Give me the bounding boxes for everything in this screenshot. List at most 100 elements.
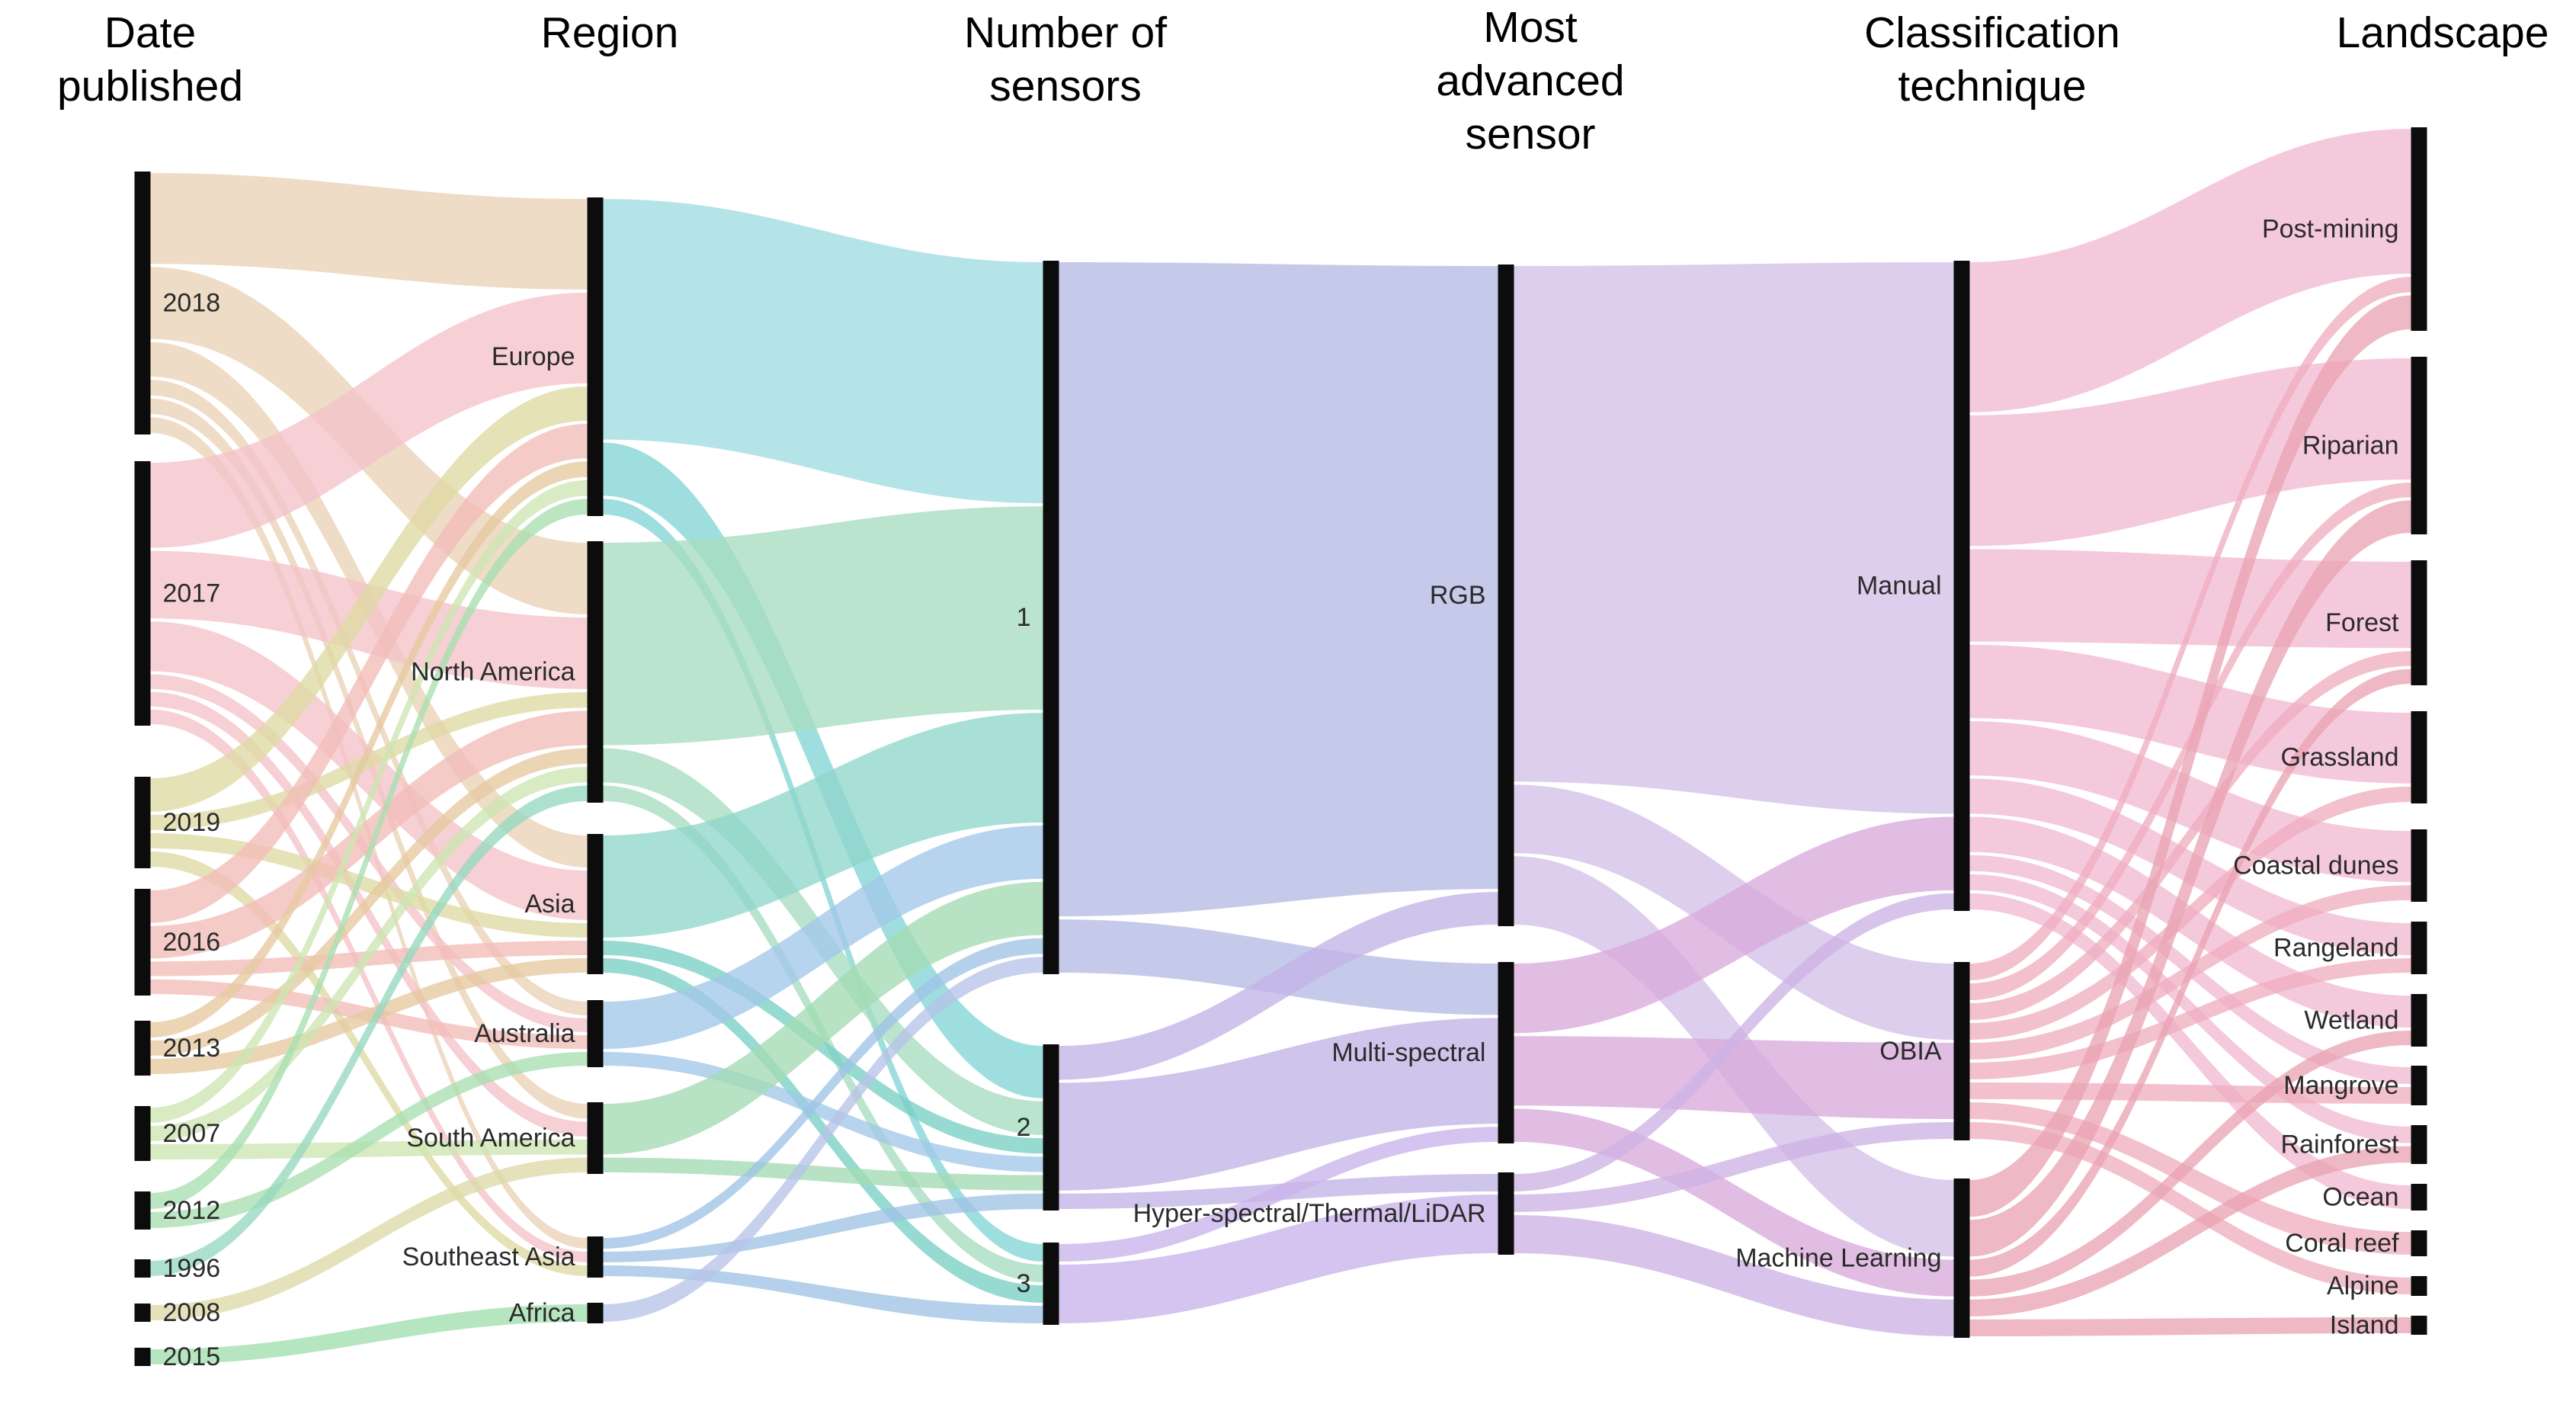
flow-2007-to-Europe (150, 479, 588, 1123)
node-label-2017: 2017 (163, 579, 221, 608)
node-Australia (587, 1000, 604, 1067)
node-2012 (134, 1191, 151, 1230)
node-label-1996: 1996 (163, 1254, 221, 1283)
flow-2017-to-Southeast Asia (150, 709, 588, 1262)
node-label-South America: South America (406, 1124, 575, 1153)
flow-1-to-RGB (1059, 262, 1498, 917)
node-Machine Learning (1953, 1178, 1970, 1338)
node-RGB (1498, 265, 1514, 926)
node-Rainforest (2411, 1125, 2427, 1164)
node-label-2007: 2007 (163, 1119, 221, 1148)
flow-Australia-to-1 (603, 825, 1043, 1049)
flow-2017-to-North America (150, 550, 588, 689)
column-title-landscape: Landscape (2337, 8, 2549, 57)
node-Coastal dunes (2411, 829, 2427, 902)
flow-OBIA-to-Rangeland (1969, 958, 2411, 1079)
node-label-Asia: Asia (524, 890, 575, 919)
node-label-Coral reef: Coral reef (2285, 1229, 2399, 1258)
node-2019 (134, 777, 151, 868)
flow-OBIA-to-Alpine (1969, 1122, 2411, 1294)
flow-Southeast Asia-to-2 (603, 1193, 1043, 1262)
node-2007 (134, 1106, 151, 1161)
flow-Europe-to-2 (603, 442, 1043, 1098)
flow-RGB-to-Manual (1514, 262, 1954, 814)
flow-2007-to-South America (150, 1140, 588, 1159)
flow-2012-to-Europe (150, 499, 588, 1209)
flow-North America-to-1 (603, 506, 1043, 746)
flow-OBIA-to-Forest (1969, 651, 2411, 1020)
node-label-Manual: Manual (1857, 572, 1942, 601)
node-label-Australia: Australia (474, 1019, 575, 1048)
node-Coral reef (2411, 1230, 2427, 1256)
flow-2008-to-South America (150, 1157, 588, 1320)
flow-Machine Learning-to-Rainforest (1969, 1146, 2411, 1316)
flow-South America-to-2 (603, 1157, 1043, 1191)
node-label-2016: 2016 (163, 928, 221, 957)
flow-3-to-Hyper-spectral/Thermal/LiDAR (1059, 1195, 1498, 1323)
flow-OBIA-to-Grassland (1969, 786, 2411, 1040)
flow-Machine Learning-to-Riparian (1969, 500, 2411, 1257)
node-Forest (2411, 560, 2427, 685)
node-label-Coastal dunes: Coastal dunes (2233, 851, 2398, 880)
flow-2018-to-Europe (150, 173, 588, 290)
flow-Manual-to-Coastal dunes (1969, 721, 2411, 883)
node-Africa (587, 1303, 604, 1323)
flow-Southeast Asia-to-3 (603, 1265, 1043, 1323)
node-Southeast Asia (587, 1236, 604, 1278)
node-North America (587, 541, 604, 803)
flow-Asia-to-1 (603, 713, 1043, 938)
flow-2013-to-Asia (150, 958, 588, 1074)
flow-South America-to-1 (603, 881, 1043, 1155)
labels-layer: 2018201720192016201320072012199620082015… (163, 215, 2400, 1372)
flow-Multi-spectral-to-OBIA (1514, 1036, 1954, 1119)
node-2017 (134, 461, 151, 726)
node-2015 (134, 1348, 151, 1366)
flow-OBIA-to-Coral reef (1969, 1102, 2411, 1255)
node-label-3: 3 (1017, 1269, 1031, 1298)
node-South America (587, 1102, 604, 1174)
node-label-2013: 2013 (163, 1034, 221, 1063)
flow-Asia-to-2 (603, 941, 1043, 1154)
flow-Manual-to-Ocean (1969, 893, 2411, 1209)
node-label-Grassland: Grassland (2281, 743, 2399, 772)
node-Hyper-spectral/Thermal/LiDAR (1498, 1172, 1514, 1255)
flow-Hyper-spectral/Thermal/LiDAR-to-Manual (1514, 893, 1954, 1191)
node-2 (1043, 1044, 1059, 1211)
flow-Hyper-spectral/Thermal/LiDAR-to-Machine Learning (1514, 1215, 1954, 1336)
flow-2007-to-North America (150, 767, 588, 1141)
node-label-Riparian: Riparian (2302, 431, 2399, 460)
node-Alpine (2411, 1276, 2427, 1296)
flow-Multi-spectral-to-Machine Learning (1514, 1108, 1954, 1297)
node-3 (1043, 1243, 1059, 1325)
node-label-2008: 2008 (163, 1298, 221, 1327)
flow-Manual-to-Rainforest (1969, 874, 2411, 1143)
flow-3-to-Multi-spectral (1059, 1127, 1498, 1262)
node-label-2019: 2019 (163, 808, 221, 837)
node-label-Machine Learning: Machine Learning (1735, 1244, 1941, 1273)
flow-2-to-RGB (1059, 892, 1498, 1080)
flow-Machine Learning-to-Post-mining (1969, 295, 2411, 1217)
flow-Southeast Asia-to-1 (603, 938, 1043, 1249)
node-label-2018: 2018 (163, 289, 221, 318)
node-label-Southeast Asia: Southeast Asia (402, 1243, 575, 1271)
flow-Australia-to-2 (603, 1052, 1043, 1172)
node-label-North America: North America (411, 658, 575, 687)
node-label-1: 1 (1017, 603, 1031, 632)
node-label-Island: Island (2330, 1311, 2399, 1340)
flow-Asia-to-3 (603, 958, 1043, 1303)
node-label-Rainforest: Rainforest (2281, 1130, 2400, 1159)
node-Rangeland (2411, 922, 2427, 974)
node-label-Ocean: Ocean (2322, 1183, 2398, 1212)
flow-2016-to-North America (150, 710, 588, 959)
flow-Multi-spectral-to-Manual (1514, 816, 1954, 1034)
node-label-Rangeland: Rangeland (2273, 934, 2398, 963)
flow-Manual-to-Riparian (1969, 358, 2411, 547)
node-2018 (134, 172, 151, 435)
flow-2012-to-Australia (150, 1052, 588, 1228)
node-label-OBIA: OBIA (1879, 1037, 1942, 1066)
node-label-2: 2 (1017, 1113, 1031, 1142)
